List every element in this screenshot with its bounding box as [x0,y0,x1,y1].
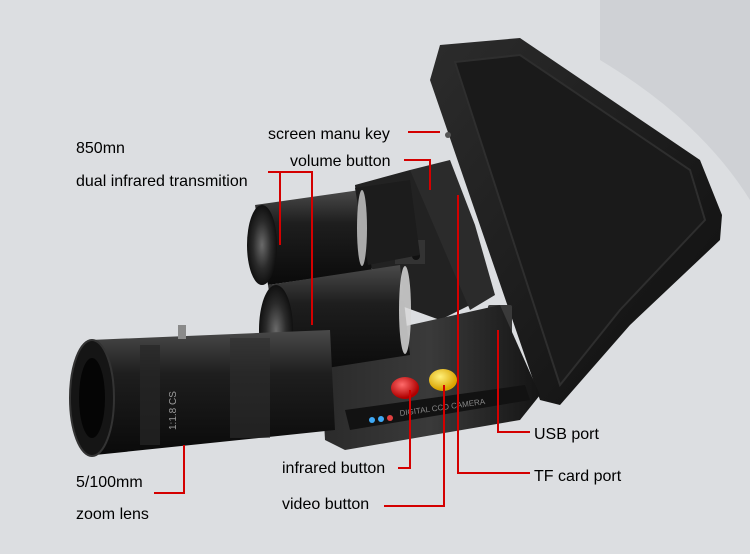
side-panel [410,160,495,310]
upper-ir-lamp-rear [355,180,420,265]
zoom-lens-label: zoom lens [76,506,149,523]
infrared-button-knob [391,377,419,399]
background-shadow [600,0,750,200]
infrared-button-label: infrared button [282,460,386,477]
screen-menu-key [445,132,451,138]
video-button-label: video button [282,496,370,513]
screen-menu-key-label: screen manu key [268,126,390,143]
video-button-knob [429,369,457,391]
dual-infrared-label: dual infrared transmition [76,173,248,190]
lens-screw [178,325,186,339]
volume-button-label: volume button [290,153,391,170]
upper-ir-lamp-barrel [255,190,372,285]
screen-bezel [453,53,707,388]
leader-lines [154,131,530,507]
usb-port-label: USB port [534,426,599,443]
upper-ir-emitter [247,205,277,285]
tf-card-port-label: TF card port [534,468,622,485]
wavelength-label: 850mn [76,140,125,157]
focal-length-label: 5/100mm [76,474,143,491]
svg-text:1:1.8 CS: 1:1.8 CS [168,391,179,430]
